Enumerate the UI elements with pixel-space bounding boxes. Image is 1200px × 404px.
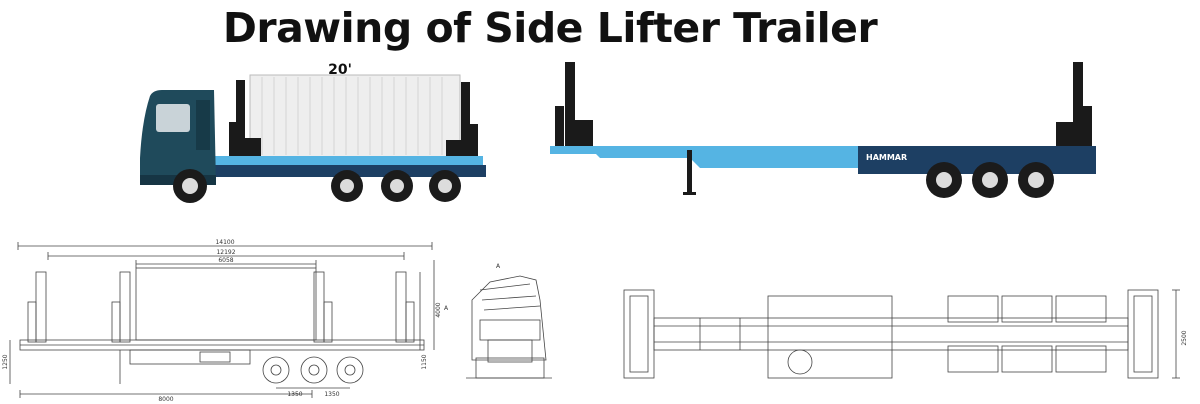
brand-label: HAMMAR <box>866 153 907 162</box>
dim-overall-length: 14100 <box>215 239 234 246</box>
trailer-deck-blue <box>550 146 860 168</box>
dim-overall-width: 2500 <box>1181 330 1188 345</box>
landing-gear <box>687 150 692 194</box>
plan-view-drawing <box>623 289 1180 379</box>
section-marker-end: A <box>496 263 501 270</box>
section-marker-side: A <box>444 305 449 312</box>
dim-deck-height: 1150 <box>421 354 428 369</box>
dim-axle-spacing-1: 1350 <box>287 391 302 398</box>
trailer-front-lifter <box>565 62 575 146</box>
truck-rear-lifter <box>461 82 470 156</box>
trailer-wheels <box>926 162 1054 198</box>
side-elevation-drawing <box>9 242 435 398</box>
truck-wheels <box>173 169 461 203</box>
dim-container-length: 6058 <box>218 257 233 264</box>
dim-frame-length: 12192 <box>216 249 235 256</box>
truck-chassis-blue <box>215 156 483 165</box>
dim-axle-spacing-2: 1350 <box>324 391 339 398</box>
dim-front-height: 1250 <box>2 354 9 369</box>
trailer-illustration: HAMMAR <box>550 62 1096 198</box>
dim-lift-height: 4000 <box>435 302 442 317</box>
container-size-label: 20' <box>328 62 352 78</box>
truck-front-lifter <box>236 80 245 156</box>
truck-illustration: 20' <box>140 62 486 203</box>
trailer-rear-lifter <box>1073 62 1083 146</box>
page-title: Drawing of Side Lifter Trailer <box>222 4 878 52</box>
cab-window <box>156 104 190 132</box>
dim-kingpin-to-axle: 8000 <box>158 396 173 403</box>
container-20ft <box>249 74 461 158</box>
side-elevation-dimensions: 14100 12192 6058 8000 1350 1350 4000 125… <box>2 239 449 403</box>
end-view-drawing <box>466 275 552 379</box>
brand-plate <box>862 150 908 164</box>
